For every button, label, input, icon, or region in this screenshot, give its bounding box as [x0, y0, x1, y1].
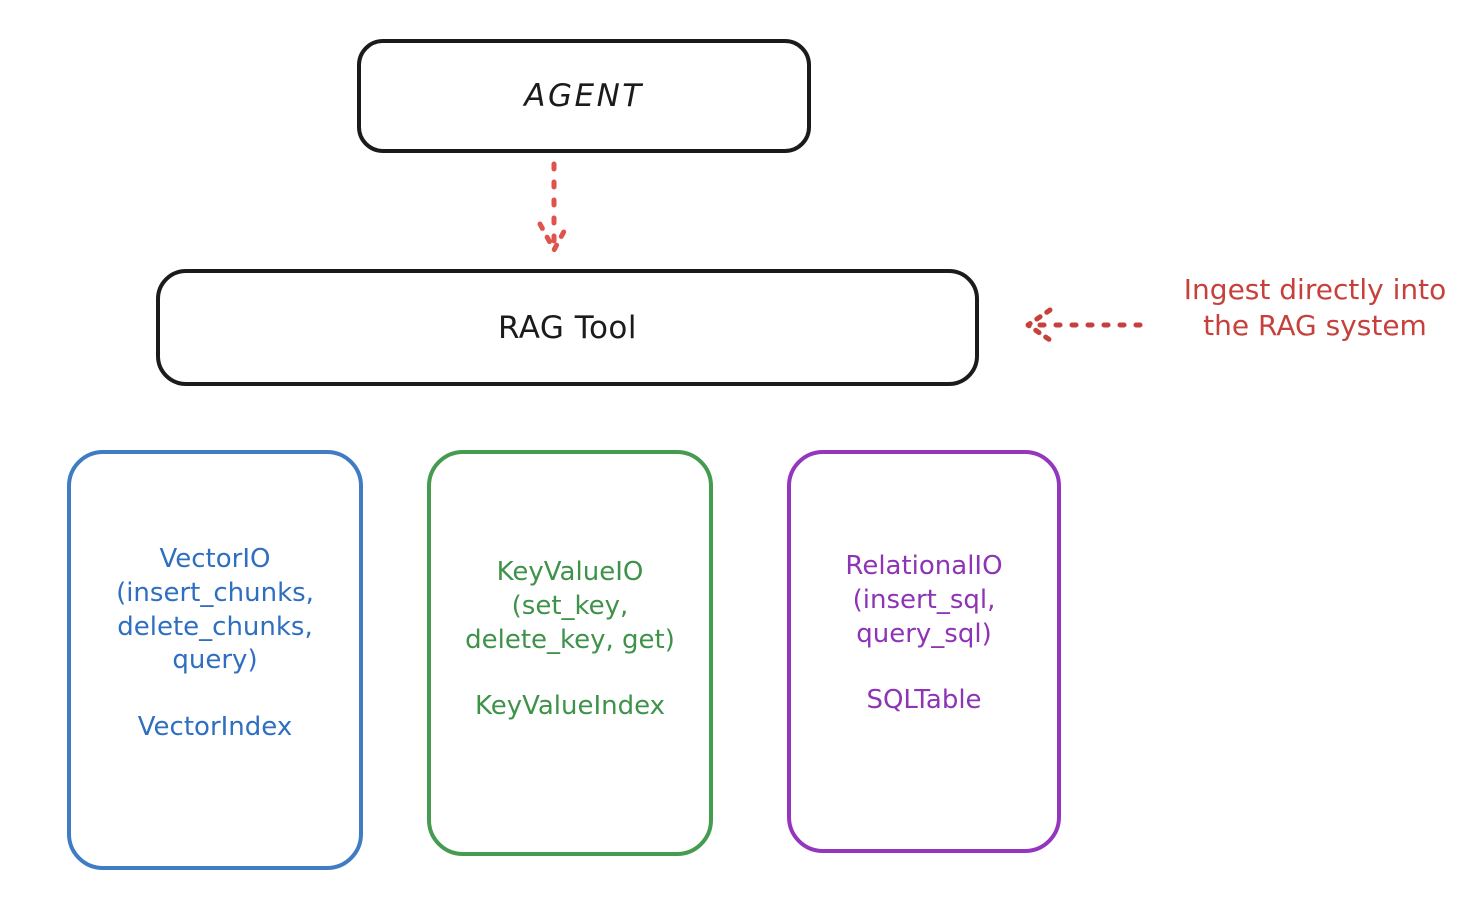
node-agent-label: AGENT	[524, 78, 644, 114]
node-vector-io-index: VectorIndex	[137, 712, 293, 743]
connector-annotation-to-rag-tool	[1025, 307, 1143, 343]
node-rag-tool[interactable]: RAG Tool	[156, 269, 979, 386]
node-key-value-io-index: KeyValueIndex	[474, 691, 666, 722]
node-relational-io-index: SQLTable	[866, 685, 982, 716]
annotation-ingest-label: Ingest directly into the RAG system	[1183, 273, 1447, 343]
connector-agent-to-rag-tool	[537, 161, 571, 253]
node-vector-io-api: VectorIO (insert_chunks, delete_chunks, …	[116, 544, 314, 676]
node-relational-io[interactable]: RelationalIO (insert_sql, query_sql) SQL…	[787, 450, 1061, 853]
node-relational-io-api: RelationalIO (insert_sql, query_sql)	[845, 551, 1003, 649]
node-key-value-io-api: KeyValueIO (set_key, delete_key, get)	[465, 557, 675, 655]
node-vector-io[interactable]: VectorIO (insert_chunks, delete_chunks, …	[67, 450, 363, 870]
annotation-ingest: Ingest directly into the RAG system	[1020, 272, 1480, 372]
node-agent[interactable]: AGENT	[357, 39, 811, 153]
node-rag-tool-label: RAG Tool	[497, 309, 638, 346]
node-key-value-io[interactable]: KeyValueIO (set_key, delete_key, get) Ke…	[427, 450, 713, 856]
